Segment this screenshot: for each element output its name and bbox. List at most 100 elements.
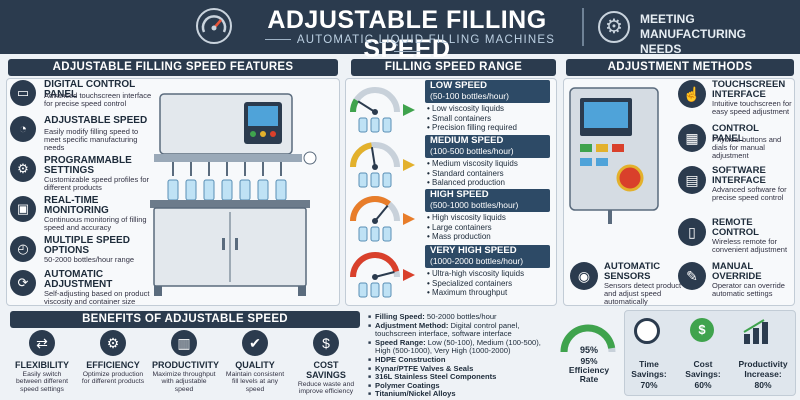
speed-items: Medium viscosity liquidsStandard contain… <box>427 159 552 188</box>
benefit-title: COST SAVINGS <box>306 360 346 380</box>
benefit-title: FLEXIBILITY <box>15 360 69 370</box>
benefit-title: QUALITY <box>235 360 275 370</box>
spec-item: Filling Speed: 50-2000 bottles/hour <box>368 312 550 322</box>
method-title: REMOTE CONTROL <box>712 217 759 238</box>
spec-label: HDPE Construction <box>375 354 446 364</box>
feature-desc: Self-adjusting based on product viscosit… <box>44 289 150 306</box>
benefits-section-title: BENEFITS OF ADJUSTABLE SPEED <box>10 311 360 328</box>
clock-icon <box>634 318 660 344</box>
benefit-title: PRODUCTIVITY <box>152 360 220 370</box>
spec-label: 316L Stainless Steel Components <box>375 372 497 382</box>
speed-gauge <box>345 82 423 134</box>
speed-item: Precision filling required <box>427 123 552 133</box>
sensor-icon: ◉ <box>570 262 598 290</box>
speed-name: LOW SPEED <box>430 80 488 91</box>
feature-title: ADJUSTABLE SPEED <box>44 115 148 126</box>
speed-header: MEDIUM SPEED(100-500 bottles/hour) <box>425 135 550 158</box>
header-banner: ADJUSTABLE FILLING SPEED AUTOMATIC LIQUI… <box>0 0 800 63</box>
tablet-icon: ▭ <box>10 80 36 106</box>
speed-row: HIGH SPEED(500-1000 bottles/hour)High vi… <box>345 189 550 244</box>
feature-desc: Customizable speed profiles for differen… <box>44 175 150 192</box>
speed-item: High viscosity liquids <box>427 213 552 223</box>
speedometer-icon: ◔ <box>10 116 36 142</box>
speed-header: HIGH SPEED(500-1000 bottles/hour) <box>425 189 550 212</box>
speed-range: (500-1000 bottles/hour) <box>430 200 519 210</box>
spec-label: Titanium/Nickel Alloys <box>375 389 456 399</box>
speed-name: MEDIUM SPEED <box>430 135 504 146</box>
software-icon: ▤ <box>678 166 706 194</box>
remote-icon: ▯ <box>678 218 706 246</box>
speed-item: Balanced production <box>427 178 552 188</box>
check-badge-icon: ✔ <box>242 330 268 356</box>
spec-value: Digital control panel, touchscreen inter… <box>375 320 520 339</box>
spec-item: 316L Stainless Steel Components <box>368 372 550 382</box>
feature-title: REAL-TIME MONITORING <box>44 195 109 216</box>
speed-item: Specialized containers <box>427 279 552 289</box>
spec-label: Filling Speed: <box>375 312 425 321</box>
speed-range: (1000-2000 bottles/hour) <box>430 256 524 266</box>
spec-value: Low (50-100), Medium (100-500), High (50… <box>375 337 541 356</box>
feature-desc: Advanced touchscreen interface for preci… <box>44 91 152 108</box>
speed-row: LOW SPEED(50-100 bottles/hour)Low viscos… <box>345 80 550 135</box>
method-title: CONTROL PANEL <box>712 123 759 144</box>
spec-item: Polymer Coatings <box>368 380 550 391</box>
method-title: AUTOMATIC SENSORS <box>604 261 661 282</box>
spec-label: Kynar/PTFE Valves & Seals <box>375 363 474 373</box>
gauge-icon: ◴ <box>10 236 36 262</box>
features-section-title: ADJUSTABLE FILLING SPEED FEATURES <box>8 59 338 76</box>
page-subtitle: AUTOMATIC LIQUID FILLING MACHINES <box>242 34 572 58</box>
speed-items: Low viscosity liquidsSmall containersPre… <box>427 104 552 133</box>
benefit-desc: Reduce waste and improve efficiency <box>297 381 355 396</box>
speed-gauge <box>345 191 423 243</box>
spec-item: Titanium/Nickel Alloys <box>368 390 550 399</box>
speed-item: Medium viscosity liquids <box>427 159 552 169</box>
speed-gauge <box>345 247 423 299</box>
speed-item: Small containers <box>427 114 552 124</box>
speed-range: (100-500 bottles/hour) <box>430 146 514 156</box>
speed-row: VERY HIGH SPEED(1000-2000 bottles/hour) U… <box>345 245 550 300</box>
dollar-icon: $ <box>313 330 339 356</box>
speed-item: Mass production <box>427 232 552 242</box>
speed-item: Maximum throughput <box>427 288 552 298</box>
specs-list: Filling Speed: 50-2000 bottles/hourAdjus… <box>368 312 550 399</box>
spec-item: Adjustment Method: Digital control panel… <box>368 320 550 339</box>
feature-title: DIGITAL CONTROL PANEL <box>44 79 136 100</box>
spec-label: Adjustment Method: <box>375 320 449 330</box>
growth-chart-icon <box>742 318 772 344</box>
spec-label: Polymer Coatings <box>375 380 440 390</box>
speed-items: Ultra-high viscosity liquidsSpecialized … <box>427 269 552 298</box>
spec-item: Kynar/PTFE Valves & Seals <box>368 363 550 374</box>
method-desc: Advanced software for precise speed cont… <box>712 185 787 202</box>
methods-section-title: ADJUSTMENT METHODS <box>566 59 794 76</box>
control-box-illustration <box>568 86 664 226</box>
shuffle-icon: ⇄ <box>29 330 55 356</box>
spec-value: 50-2000 bottles/hour <box>424 312 497 321</box>
speed-name: HIGH SPEED <box>430 189 489 200</box>
gear-check-icon: ⚙ <box>100 330 126 356</box>
speed-item: Ultra-high viscosity liquids <box>427 269 552 279</box>
method-desc: Operator can override automatic settings <box>712 281 785 298</box>
efficiency-gauge <box>558 318 618 356</box>
gear-icon: ⚙ <box>598 11 630 43</box>
benefit-desc: Optimize production for different produc… <box>81 371 145 386</box>
speed-name: VERY HIGH SPEED <box>430 245 517 256</box>
method-title: SOFTWARE INTERFACE <box>712 165 766 186</box>
method-title: TOUCHSCREEN INTERFACE <box>712 79 786 100</box>
touchscreen-icon: ☝ <box>678 80 706 108</box>
benefit-desc: Maximize throughput with adjustable spee… <box>152 371 216 393</box>
method-desc: Wireless remote for convenient adjustmen… <box>712 237 788 254</box>
efficiency-label: 95% Efficiency Rate <box>568 356 610 384</box>
feature-title: AUTOMATIC ADJUSTMENT <box>44 269 113 290</box>
productivity-label: Productivity Increase: <box>738 359 788 379</box>
header-divider <box>582 8 584 46</box>
